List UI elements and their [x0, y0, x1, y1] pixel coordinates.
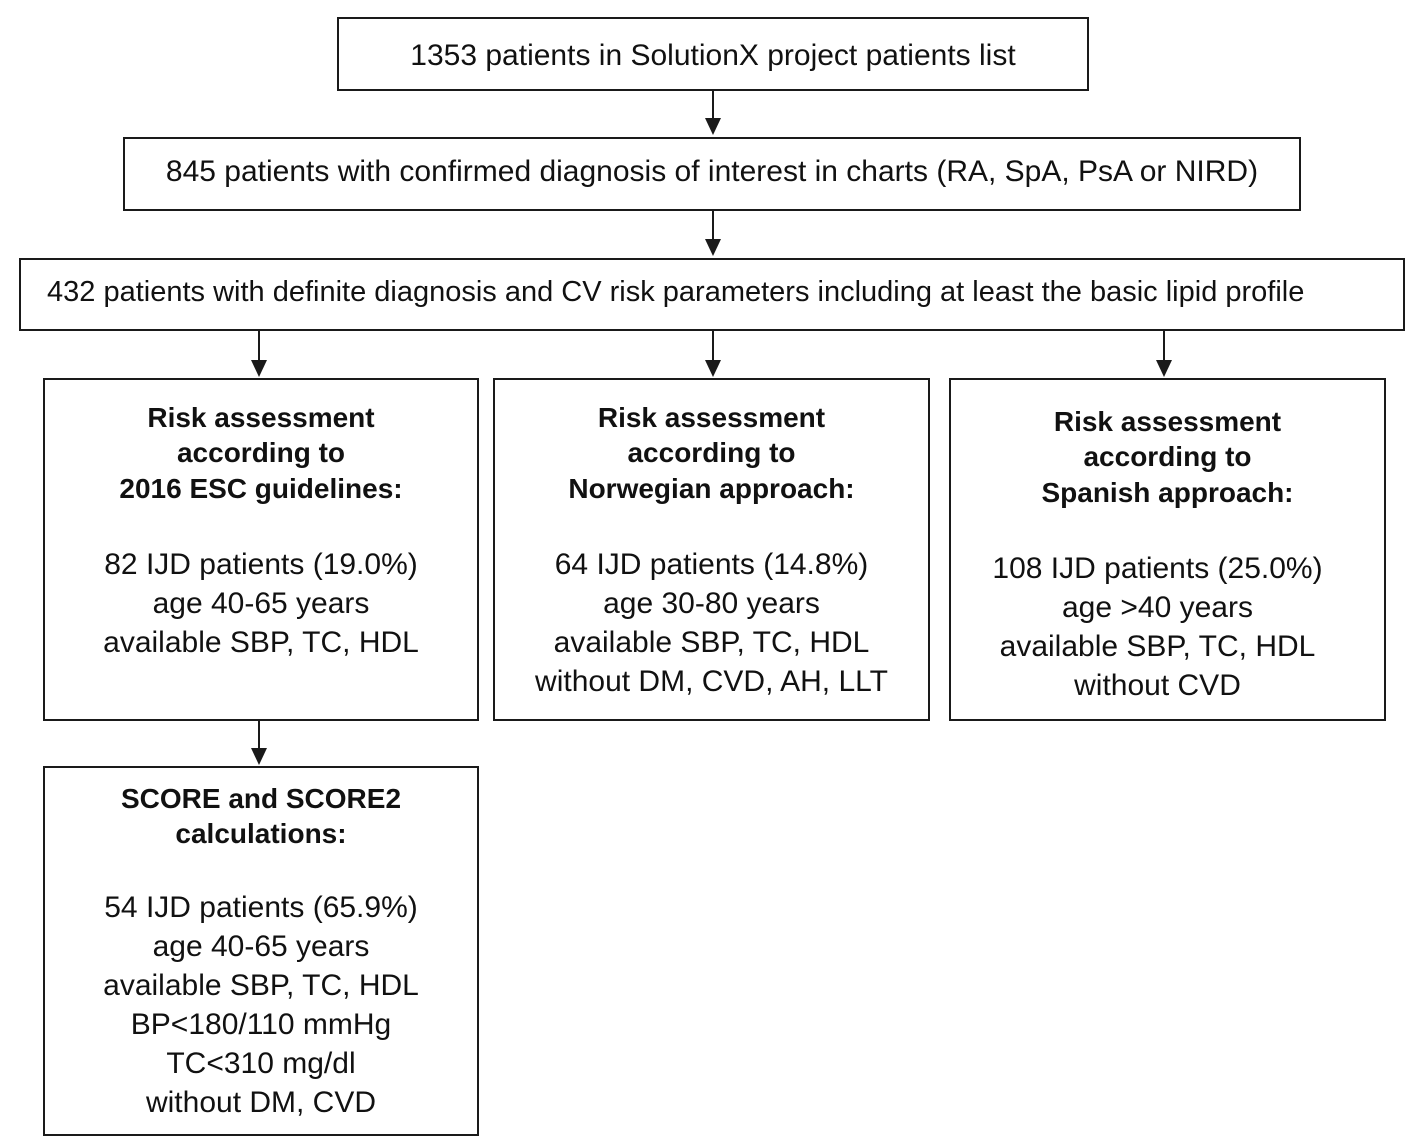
box-total-patients: 1353 patients in SolutionX project patie… [337, 17, 1089, 91]
score-exclusions: without DM, CVD [145, 1086, 377, 1119]
norwegian-heading-1: Risk assessment [597, 402, 826, 433]
score-available: available SBP, TC, HDL [103, 969, 419, 1002]
norwegian-heading-3: Norwegian approach: [568, 473, 855, 504]
esc-heading-1: Risk assessment [147, 402, 375, 433]
box-spanish-approach: Risk assessment according to Spanish app… [949, 378, 1386, 721]
esc-count: 82 IJD patients (19.0%) [104, 548, 418, 581]
definite-diagnosis-text: 432 patients with definite diagnosis and… [47, 276, 1305, 308]
score-heading-2: calculations: [175, 818, 347, 849]
norwegian-available: available SBP, TC, HDL [553, 626, 870, 659]
confirmed-diagnosis-text: 845 patients with confirmed diagnosis of… [165, 155, 1259, 188]
arrow-definite-to-norwegian-head [705, 360, 721, 377]
arrow-esc-to-score-head [251, 748, 267, 765]
box-confirmed-diagnosis: 845 patients with confirmed diagnosis of… [123, 137, 1301, 211]
arrow-confirmed-to-definite-head [705, 239, 721, 256]
box-esc-guidelines: Risk assessment according to 2016 ESC gu… [43, 378, 479, 721]
score-count: 54 IJD patients (65.9%) [104, 891, 418, 924]
arrow-definite-to-spanish-head [1156, 360, 1172, 377]
spanish-age: age >40 years [1062, 591, 1253, 624]
score-bp: BP<180/110 mmHg [130, 1008, 392, 1041]
esc-available: available SBP, TC, HDL [103, 626, 419, 659]
spanish-available: available SBP, TC, HDL [999, 630, 1316, 663]
box-definite-diagnosis: 432 patients with definite diagnosis and… [19, 258, 1405, 331]
norwegian-heading-2: according to [627, 437, 796, 468]
spanish-heading-1: Risk assessment [1053, 406, 1282, 437]
spanish-heading-3: Spanish approach: [1041, 477, 1294, 508]
esc-heading-3: 2016 ESC guidelines: [119, 473, 403, 504]
arrow-top-to-confirmed-head [705, 118, 721, 135]
score-age: age 40-65 years [152, 930, 370, 963]
spanish-heading-2: according to [1083, 441, 1252, 472]
norwegian-exclusions: without DM, CVD, AH, LLT [535, 665, 888, 698]
total-patients-text: 1353 patients in SolutionX project patie… [410, 39, 1016, 72]
spanish-count: 108 IJD patients (25.0%) [992, 552, 1323, 585]
score-tc: TC<310 mg/dl [166, 1047, 356, 1080]
esc-age: age 40-65 years [152, 587, 370, 620]
box-score-calculations: SCORE and SCORE2 calculations: 54 IJD pa… [43, 766, 479, 1136]
norwegian-count: 64 IJD patients (14.8%) [554, 548, 869, 581]
spanish-exclusions: without CVD [1074, 669, 1241, 702]
esc-heading-2: according to [176, 437, 345, 468]
box-norwegian-approach: Risk assessment according to Norwegian a… [493, 378, 930, 721]
norwegian-age: age 30-80 years [603, 587, 820, 620]
score-heading-1: SCORE and SCORE2 [120, 783, 402, 814]
arrow-definite-to-esc-head [251, 360, 267, 377]
